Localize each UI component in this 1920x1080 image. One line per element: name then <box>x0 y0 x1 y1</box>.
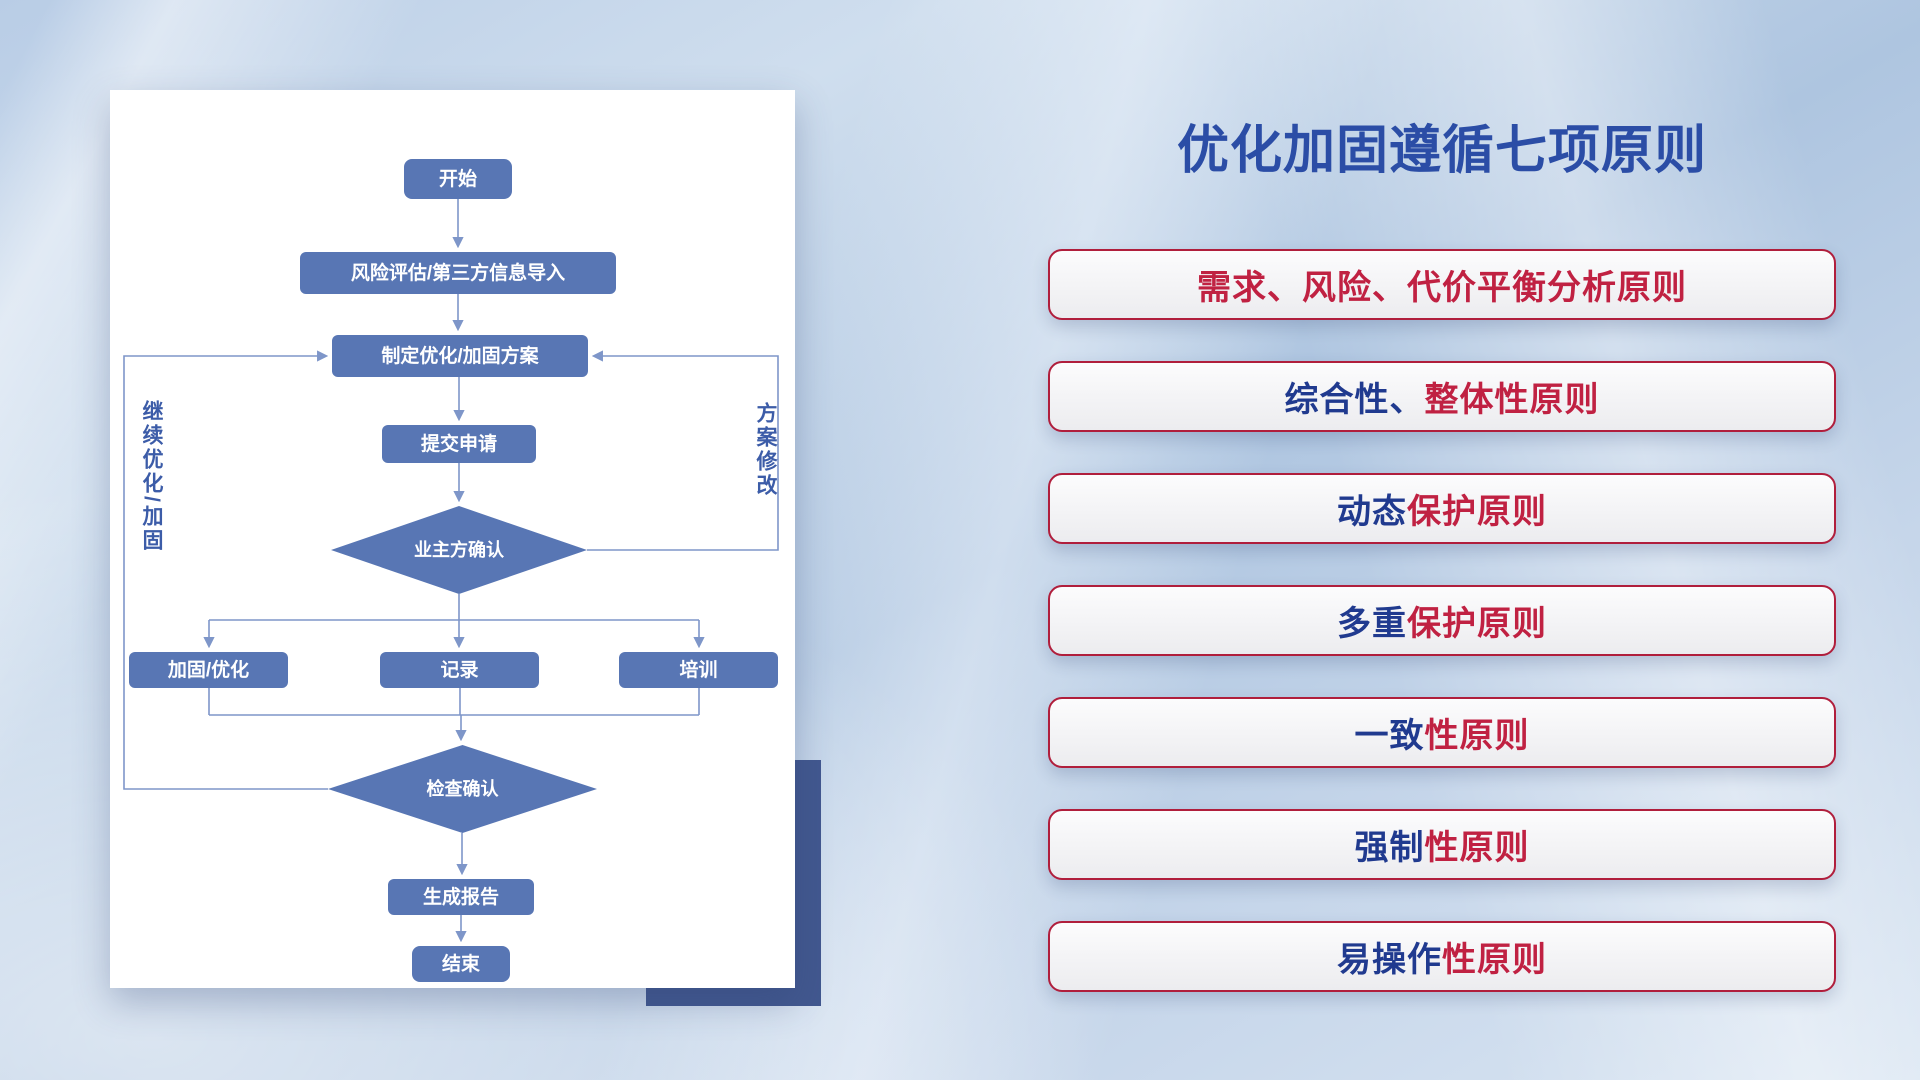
flow-node-harden-optimize: 加固/优化 <box>129 652 288 688</box>
principle-text-suffix: 性原则 <box>1442 941 1547 979</box>
flow-node-make-plan: 制定优化/加固方案 <box>332 335 588 377</box>
flow-node-submit-application: 提交申请 <box>382 425 536 463</box>
flowchart-card: 开始 风险评估/第三方信息导入 制定优化/加固方案 提交申请 业主方确认 加固/… <box>110 90 795 988</box>
flow-label-plan-revision: 方案修改 <box>754 402 777 498</box>
flow-node-training: 培训 <box>619 652 778 688</box>
principle-pill-3: 动态保护原则 <box>1048 473 1836 544</box>
flow-node-start: 开始 <box>404 159 512 199</box>
principle-pill-4: 多重保护原则 <box>1048 585 1836 656</box>
principle-text-prefix: 动态 <box>1337 493 1407 531</box>
principles-list: 需求、风险、代价平衡分析原则 综合性、整体性原则 动态保护原则 多重保护原则 一… <box>1048 249 1836 992</box>
flow-node-end: 结束 <box>412 946 510 982</box>
principle-pill-7: 易操作性原则 <box>1048 921 1836 992</box>
principle-text-suffix: 保护原则 <box>1407 605 1547 643</box>
principle-text-prefix: 多重 <box>1337 605 1407 643</box>
principle-pill-2: 综合性、整体性原则 <box>1048 361 1836 432</box>
principle-text-prefix: 综合性、 <box>1284 381 1425 419</box>
flowchart-connectors <box>123 199 779 943</box>
principle-pill-1: 需求、风险、代价平衡分析原则 <box>1048 249 1836 320</box>
flow-node-record: 记录 <box>380 652 539 688</box>
principle-pill-6: 强制性原则 <box>1048 809 1836 880</box>
principle-pill-5: 一致性原则 <box>1048 697 1836 768</box>
principle-text-suffix: 整体性原则 <box>1424 381 1600 419</box>
flow-label-continue-optimize: 继续优化/加固 <box>140 400 163 553</box>
principle-text-suffix: 性原则 <box>1424 717 1530 755</box>
flow-node-generate-report: 生成报告 <box>388 879 534 915</box>
flow-node-risk-assessment: 风险评估/第三方信息导入 <box>300 252 616 294</box>
principle-text-suffix: 需求、风险、代价平衡分析原则 <box>1197 269 1687 307</box>
principle-text-prefix: 一致 <box>1354 717 1425 755</box>
page-title: 优化加固遵循七项原则 <box>1176 122 1707 180</box>
principle-text-prefix: 强制 <box>1354 829 1425 867</box>
principle-text-suffix: 保护原则 <box>1407 493 1547 531</box>
principle-text-suffix: 性原则 <box>1424 829 1530 867</box>
principle-text-prefix: 易操作 <box>1337 941 1442 979</box>
